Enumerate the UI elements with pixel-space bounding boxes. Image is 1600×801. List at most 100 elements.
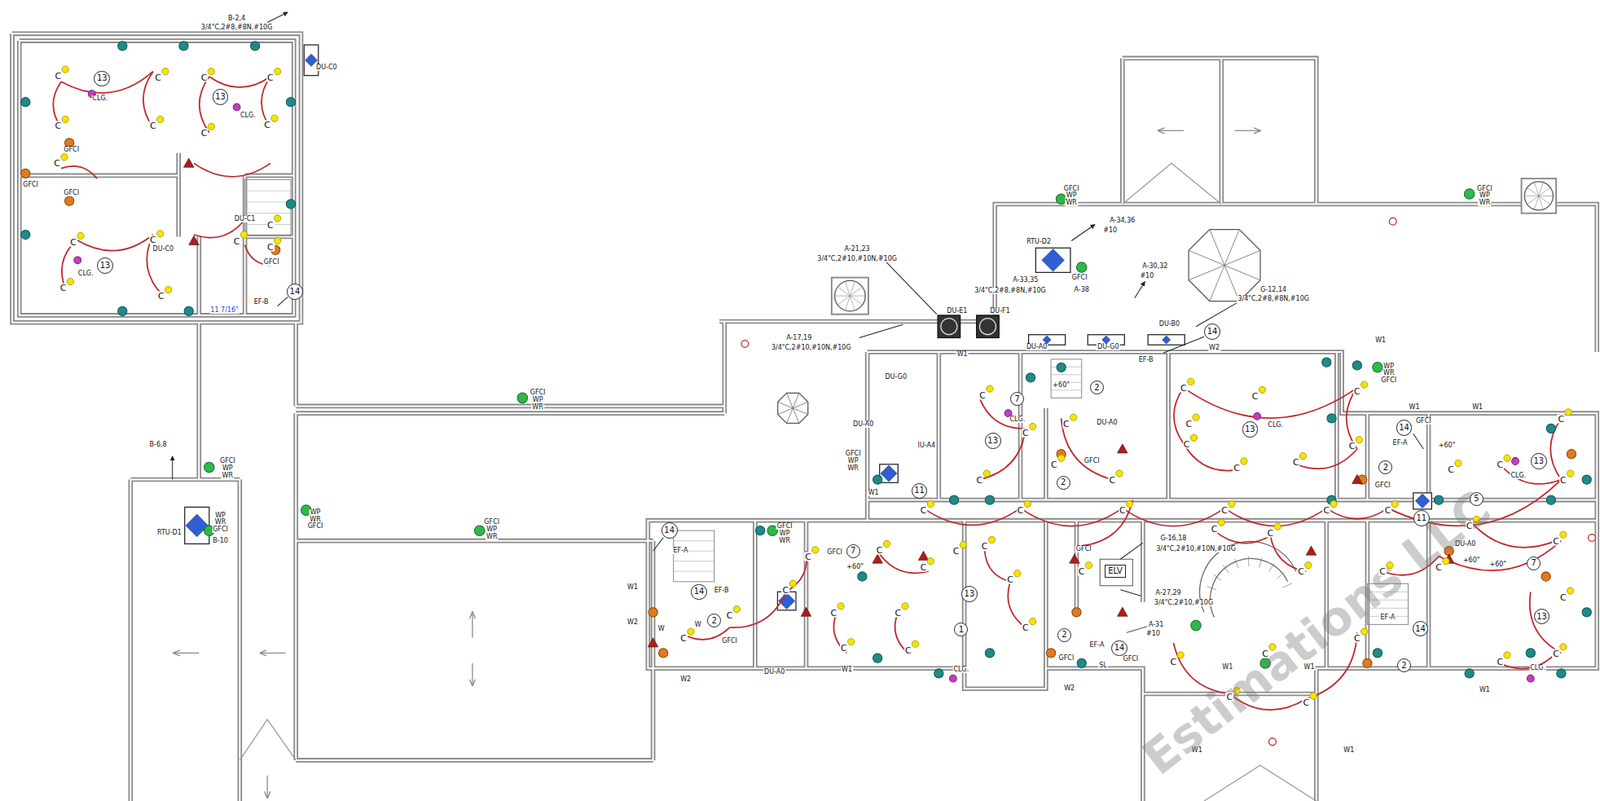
annotation-text: DU-C0	[152, 246, 176, 253]
light-fixture	[733, 605, 740, 612]
fixture-type-letter: C	[1378, 567, 1387, 576]
wall	[196, 237, 202, 316]
wall-core	[1315, 694, 1318, 801]
roof-gable	[239, 719, 296, 761]
fixture-type-letter: C	[1118, 505, 1127, 515]
receptacle-symbol	[118, 41, 128, 51]
callout-number: 14	[290, 287, 301, 296]
wall-core	[19, 40, 295, 316]
light-fixture	[66, 277, 74, 285]
wall-core	[1122, 57, 1317, 204]
wall-core	[295, 404, 725, 407]
light-fixture	[901, 602, 909, 610]
wall	[293, 413, 299, 761]
annotation-text: W1	[626, 584, 639, 591]
wall	[936, 351, 942, 501]
fixture-type-letter: C	[266, 73, 275, 83]
annotation-text: GFCI	[263, 259, 281, 266]
callout-number: 7	[1015, 395, 1020, 404]
weatherproof-receptacle	[1372, 362, 1384, 374]
fixture-type-letter: C	[904, 645, 913, 655]
wall	[245, 173, 295, 179]
ceiling-fan-box	[1526, 674, 1535, 682]
callout-number: 7	[1530, 558, 1536, 568]
umbrella-rib	[792, 401, 809, 409]
annotation-text: DU-G0	[883, 373, 907, 381]
fixture-type-letter: C	[725, 610, 735, 620]
annotation-text: GFCI	[21, 181, 40, 189]
stair-tread	[837, 295, 850, 305]
callout-circle: 2	[1057, 628, 1072, 642]
switch-cluster	[183, 158, 194, 168]
circuit-arc	[209, 76, 271, 88]
fixture-type-letter: C	[1179, 382, 1188, 392]
stair-tread	[1276, 571, 1284, 579]
weatherproof-receptacle	[204, 461, 216, 473]
callout-circle: 13	[984, 432, 1002, 449]
receptacle-symbol	[184, 306, 194, 316]
switch-cluster	[1352, 474, 1363, 484]
fixture-type-letter: C	[919, 562, 928, 572]
wall-core	[994, 203, 1597, 352]
light-fixture	[61, 115, 69, 123]
wall	[804, 520, 809, 669]
wall-core	[177, 153, 180, 238]
leader-line	[1163, 336, 1205, 353]
light-fixture	[911, 640, 919, 647]
wall	[175, 153, 181, 238]
stair-or-closet	[1050, 359, 1082, 399]
receptacle-symbol	[1076, 658, 1086, 668]
wall	[721, 320, 727, 414]
wall	[293, 322, 299, 407]
annotation-text: W1	[840, 666, 853, 673]
switch-cluster	[1069, 553, 1081, 563]
stair-enclosure	[831, 277, 869, 315]
annotation-text: G-12,14	[1259, 286, 1288, 294]
condenser-fan	[937, 315, 961, 339]
umbrella-rib	[1188, 265, 1225, 281]
mechanical-unit	[1035, 247, 1071, 273]
fixture-type-letter: C	[1077, 567, 1086, 576]
annotation-text: +60"	[845, 563, 865, 571]
light-fixture	[77, 232, 84, 239]
umbrella-rib	[792, 408, 800, 424]
light-fixture	[1058, 454, 1065, 462]
annotation-text: RTU-D1	[156, 529, 183, 537]
wall-core	[1019, 351, 1022, 501]
stair-tread	[245, 190, 291, 192]
light-fixture	[240, 231, 247, 238]
receptacle-symbol	[1546, 495, 1556, 505]
wall-core	[1336, 351, 1338, 501]
fan-ring	[979, 318, 996, 335]
light-fixture	[1125, 500, 1133, 507]
annotation-text: GFCI	[1380, 377, 1398, 384]
fixture-type-letter: C	[1232, 462, 1241, 472]
annotation-text: WP	[531, 396, 545, 404]
annotation-text: +60"	[1488, 561, 1508, 568]
annotation-text: GFCI	[1063, 185, 1081, 193]
stair-tread	[1050, 366, 1082, 368]
gfci-receptacle	[21, 168, 31, 178]
annotation-text: CLG.	[91, 95, 109, 102]
spiral-stair	[1524, 181, 1553, 211]
wall-core	[937, 351, 940, 501]
fixture-type-letter: C	[1557, 413, 1566, 423]
callout-circle: 5	[1469, 492, 1484, 506]
gfci-receptacle	[65, 196, 75, 206]
stair-tread	[673, 571, 715, 572]
spiral-stair	[835, 280, 866, 312]
callout-number: 13	[1244, 425, 1256, 434]
leader-line	[171, 456, 173, 480]
callout-circle: 2	[1056, 475, 1071, 490]
annotation-text: WR	[778, 537, 791, 545]
receptacle-symbol	[250, 41, 260, 51]
light-fixture	[1361, 381, 1368, 388]
leader-line	[1195, 303, 1237, 327]
annotation-text: 3/4"C,2#10,#10N,#10G	[770, 344, 853, 352]
stair-tread	[849, 295, 866, 297]
umbrella-rib	[1224, 250, 1261, 265]
wall	[1165, 351, 1171, 501]
stair-tread	[1538, 182, 1543, 197]
annotation-text: #10	[1145, 630, 1161, 638]
callout-number: 14	[663, 526, 675, 535]
